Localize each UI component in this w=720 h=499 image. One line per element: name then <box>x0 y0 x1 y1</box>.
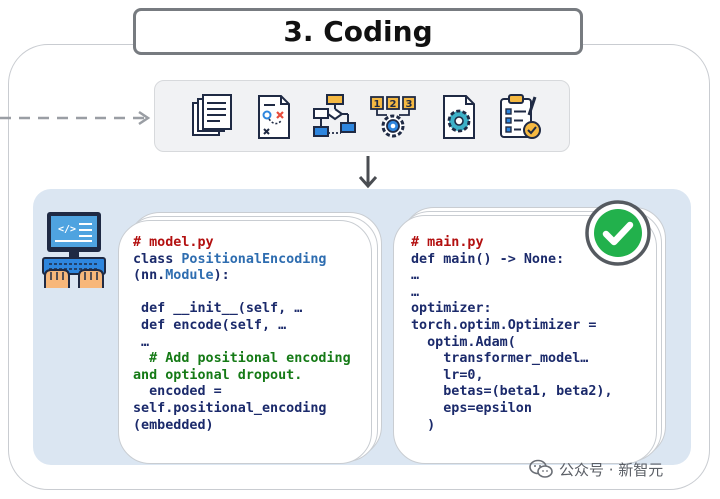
code-line: … <box>411 284 420 300</box>
code-line: … <box>133 334 150 350</box>
svg-text:3: 3 <box>406 99 413 110</box>
down-arrow-icon <box>358 156 378 189</box>
check-mark-icon <box>585 200 651 266</box>
strategy-sheet-icon <box>258 95 290 139</box>
code-line <box>133 285 351 302</box>
code-line: class PositionalEncoding <box>133 251 327 267</box>
watermark-text: 公众号 · 新智元 <box>559 460 664 479</box>
incoming-dashed-arrow <box>0 110 151 126</box>
code-line: (nn.Module): <box>133 268 230 284</box>
code-line: lr=0, <box>411 367 484 383</box>
code-line: … <box>411 268 420 284</box>
code-line: self.positional_encoding <box>133 400 327 416</box>
svg-text:</>: </> <box>58 224 76 235</box>
code-line: # Add positional encoding <box>133 351 351 367</box>
model-py-card <box>118 220 372 464</box>
code-line: transformer_model… <box>411 351 589 367</box>
code-line: (embedded) <box>133 417 214 433</box>
wechat-icon <box>529 459 553 478</box>
watermark: 公众号 · 新智元 <box>529 458 663 480</box>
clipboard-checklist-icon <box>500 94 541 139</box>
code-line: optimizer: <box>411 301 492 317</box>
code-line: betas=(beta1, beta2), <box>411 384 613 400</box>
code-line: def __init__(self, … <box>133 301 303 317</box>
code-line: eps=epsilon <box>411 400 532 416</box>
code-line: # main.py <box>411 235 484 250</box>
stage-title: 3. Coding <box>133 8 583 55</box>
code-line: and optional dropout. <box>133 367 303 383</box>
svg-text:2: 2 <box>390 99 397 110</box>
code-line: encoded = <box>133 384 222 400</box>
flowchart-icon <box>313 94 356 137</box>
coder-laptop-icon: </> <box>42 212 106 288</box>
code-line: torch.optim.Optimizer = <box>411 317 597 333</box>
svg-text:1: 1 <box>374 99 381 110</box>
settings-file-icon <box>443 95 475 139</box>
code-line: ) <box>411 417 436 433</box>
code-line: optim.Adam( <box>411 334 516 350</box>
documents-icon <box>192 94 232 136</box>
code-line: # model.py <box>133 235 214 250</box>
code-line: def encode(self, … <box>133 317 287 333</box>
numbered-steps-gear-icon: 1 2 3 <box>370 96 416 138</box>
code-line: def main() -> None: <box>411 251 565 267</box>
tool-icon-row: 1 2 3 <box>154 80 570 152</box>
